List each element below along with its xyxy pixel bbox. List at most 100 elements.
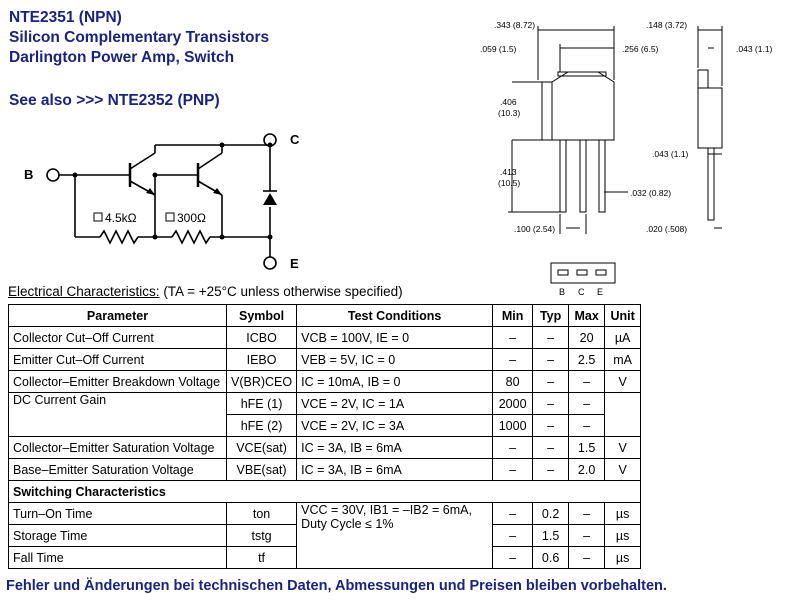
condition-cell: VEB = 5V, IC = 0 — [296, 348, 494, 371]
min-cell: – — [492, 502, 534, 525]
dim-lead-thickness: .043 (1.1) — [736, 44, 773, 54]
typ-cell: 0.2 — [532, 502, 570, 525]
resistor-r1-value: 4.5kΩ — [105, 211, 137, 225]
dim-lead-length: .413 — [500, 167, 517, 177]
typ-cell: – — [532, 458, 570, 481]
typ-cell: – — [532, 436, 570, 459]
col-header: Test Conditions — [296, 304, 494, 327]
symbol-cell: VCE(sat) — [225, 436, 298, 459]
table-row: Turn–On Time ton VCC = 30V, IB1 = –IB2 =… — [8, 502, 642, 569]
table-row: DC Current Gain hFE (1) VCE = 2V, IC = 1… — [8, 392, 642, 437]
ec-condition: (TA = +25°C unless otherwise specified) — [163, 284, 403, 299]
max-cell: 2.0 — [568, 458, 606, 481]
pin-label-b: B — [559, 287, 565, 297]
package-outline-drawing: .343 (8.72) .148 (3.72) .059 (1.5) .256 … — [480, 20, 773, 234]
typ-cell: 0.6 — [532, 546, 570, 569]
dim-lead-thk: .020 (.508) — [646, 224, 687, 234]
switching-condition-cell: VCC = 30V, IB1 = –IB2 = 6mA, Duty Cycle … — [296, 502, 494, 569]
part-application: Darlington Power Amp, Switch — [9, 49, 235, 66]
condition-cell: IC = 3A, IB = 6mA — [296, 458, 494, 481]
max-cell: 2.5 — [568, 348, 606, 371]
unit-cell: V — [604, 370, 642, 393]
symbol-cell: hFE (2) — [225, 414, 298, 437]
pin-label-c: C — [578, 287, 585, 297]
unit-cell: µs — [604, 524, 642, 547]
max-cell: – — [568, 392, 606, 415]
section-row: Switching Characteristics — [7, 480, 642, 503]
switching-heading: Switching Characteristics — [7, 480, 642, 503]
table-header-row: Parameter Symbol Test Conditions Min Typ… — [8, 304, 642, 327]
col-header: Parameter — [8, 304, 227, 327]
max-cell: – — [568, 370, 606, 393]
min-cell: – — [492, 436, 534, 459]
condition-cell: VCE = 2V, IC = 3A — [296, 414, 494, 437]
unit-cell: mA — [604, 348, 642, 371]
dim-body-width: .256 (6.5) — [622, 44, 659, 54]
param-cell: Collector–Emitter Saturation Voltage — [8, 436, 227, 459]
min-cell: – — [492, 326, 534, 349]
min-cell: 1000 — [492, 414, 534, 437]
min-cell: – — [492, 348, 534, 371]
package-front-body — [551, 71, 615, 141]
condition-cell: VCE = 2V, IC = 1A — [296, 392, 494, 415]
symbol-cell: IEBO — [225, 348, 298, 371]
table-row: Emitter Cut–Off Current IEBO VEB = 5V, I… — [8, 348, 642, 371]
col-header: Symbol — [225, 304, 298, 327]
dim-lead-width: .032 (0.82) — [630, 188, 671, 198]
electrical-characteristics-table: Parameter Symbol Test Conditions Min Typ… — [7, 304, 642, 569]
min-cell: 2000 — [492, 392, 534, 415]
max-cell: 1.5 — [568, 436, 606, 459]
title-block: NTE2351 (NPN) Silicon Complementary Tran… — [9, 8, 269, 68]
param-cell: Base–Emitter Saturation Voltage — [8, 458, 227, 481]
electrical-characteristics-heading: Electrical Characteristics: (TA = +25°C … — [8, 284, 403, 299]
condition-cell: IC = 3A, IB = 6mA — [296, 436, 494, 459]
dim-body-height-mm: (10.3) — [498, 108, 520, 118]
col-header: Unit — [604, 304, 642, 327]
symbol-cell: ton — [225, 502, 298, 525]
min-cell: – — [492, 546, 534, 569]
param-cell: Emitter Cut–Off Current — [8, 348, 227, 371]
table-row: Fall Time tf – 0.6 – µs — [8, 546, 642, 569]
label-b: B — [24, 167, 33, 182]
unit-cell: V — [604, 458, 642, 481]
param-cell: Fall Time — [8, 546, 227, 569]
resistor-r2-value: 300Ω — [177, 211, 206, 225]
diode-icon — [263, 193, 277, 205]
condition-cell: VCB = 100V, IE = 0 — [296, 326, 494, 349]
unit-cell: µA — [604, 326, 642, 349]
max-cell: – — [568, 502, 606, 525]
switching-condition-line: VCC = 30V, IB1 = –IB2 = 6mA, — [301, 503, 472, 517]
typ-cell: – — [532, 370, 570, 393]
table-row: Collector Cut–Off Current ICBO VCB = 100… — [8, 326, 642, 349]
unit-cell: µs — [604, 502, 642, 525]
see-also-link[interactable]: See also >>> NTE2352 (PNP) — [9, 92, 220, 109]
param-cell: Turn–On Time — [8, 502, 227, 525]
dim-lead-length-mm: (10.5) — [498, 178, 520, 188]
terminal-b — [46, 168, 60, 182]
param-cell: Collector Cut–Off Current — [8, 326, 227, 349]
typ-cell: – — [532, 348, 570, 371]
symbol-cell: tf — [225, 546, 298, 569]
typ-cell: – — [532, 326, 570, 349]
table-row: Collector–Emitter Breakdown Voltage V(BR… — [8, 370, 642, 393]
dim-total-width: .343 (8.72) — [494, 20, 535, 30]
max-cell: 20 — [568, 326, 606, 349]
symbol-cell: tstg — [225, 524, 298, 547]
min-cell: – — [492, 524, 534, 547]
param-cell: Collector–Emitter Breakdown Voltage — [8, 370, 227, 393]
max-cell: – — [568, 546, 606, 569]
col-header: Max — [568, 304, 606, 327]
table-row: hFE (2) VCE = 2V, IC = 3A 1000 – – — [9, 414, 641, 437]
label-e: E — [290, 256, 299, 271]
param-cell: DC Current Gain — [8, 392, 227, 437]
part-description: Silicon Complementary Transistors — [9, 29, 270, 46]
switching-condition-line: Duty Cycle ≤ 1% — [301, 517, 394, 531]
table-row: Base–Emitter Saturation Voltage VBE(sat)… — [8, 458, 642, 481]
max-cell: – — [568, 414, 606, 437]
min-cell: 80 — [492, 370, 534, 393]
condition-cell: IC = 10mA, IB = 0 — [296, 370, 494, 393]
pin-label-e: E — [597, 287, 603, 297]
symbol-cell: V(BR)CEO — [225, 370, 298, 393]
param-cell: Storage Time — [8, 524, 227, 547]
typ-cell: 1.5 — [532, 524, 570, 547]
